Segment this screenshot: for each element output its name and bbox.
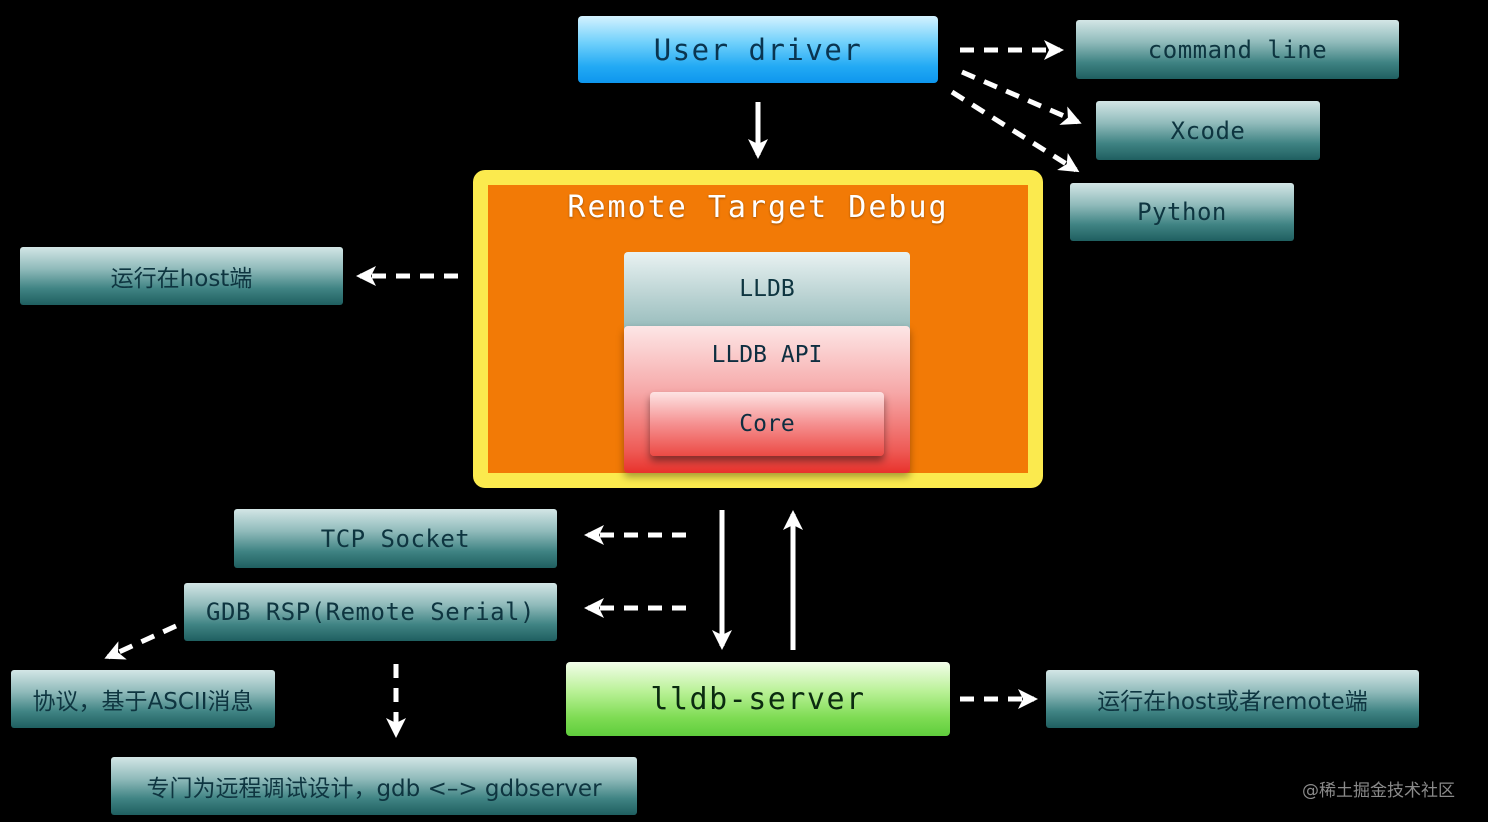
ascii-protocol-note: 协议，基于ASCII消息 [11,670,275,728]
xcode-node: Xcode [1096,101,1320,160]
python-node: Python [1070,183,1294,241]
tcp-socket-node: TCP Socket [234,509,557,568]
user-driver-node: User driver [578,16,938,83]
watermark: @稀土掘金技术社区 [1302,781,1455,801]
command-line-node: command line [1076,20,1399,79]
remote-target-debug-title: Remote Target Debug [567,190,949,225]
lldb-layer: LLDB [624,252,910,334]
core-layer: Core [650,392,884,456]
remote-debug-design-note: 专门为远程调试设计，gdb <–> gdbserver [111,757,637,815]
arrow-driver-to-python [950,89,1080,173]
host-runtime-note: 运行在host端 [20,247,343,305]
host-or-remote-note: 运行在host或者remote端 [1046,670,1419,728]
arrow-gdb-rsp-to-ascii-note [104,623,178,660]
lldb-server-node: lldb-server [566,662,950,736]
gdb-rsp-node: GDB RSP(Remote Serial) [184,583,557,641]
arrow-driver-to-xcode [961,69,1082,125]
